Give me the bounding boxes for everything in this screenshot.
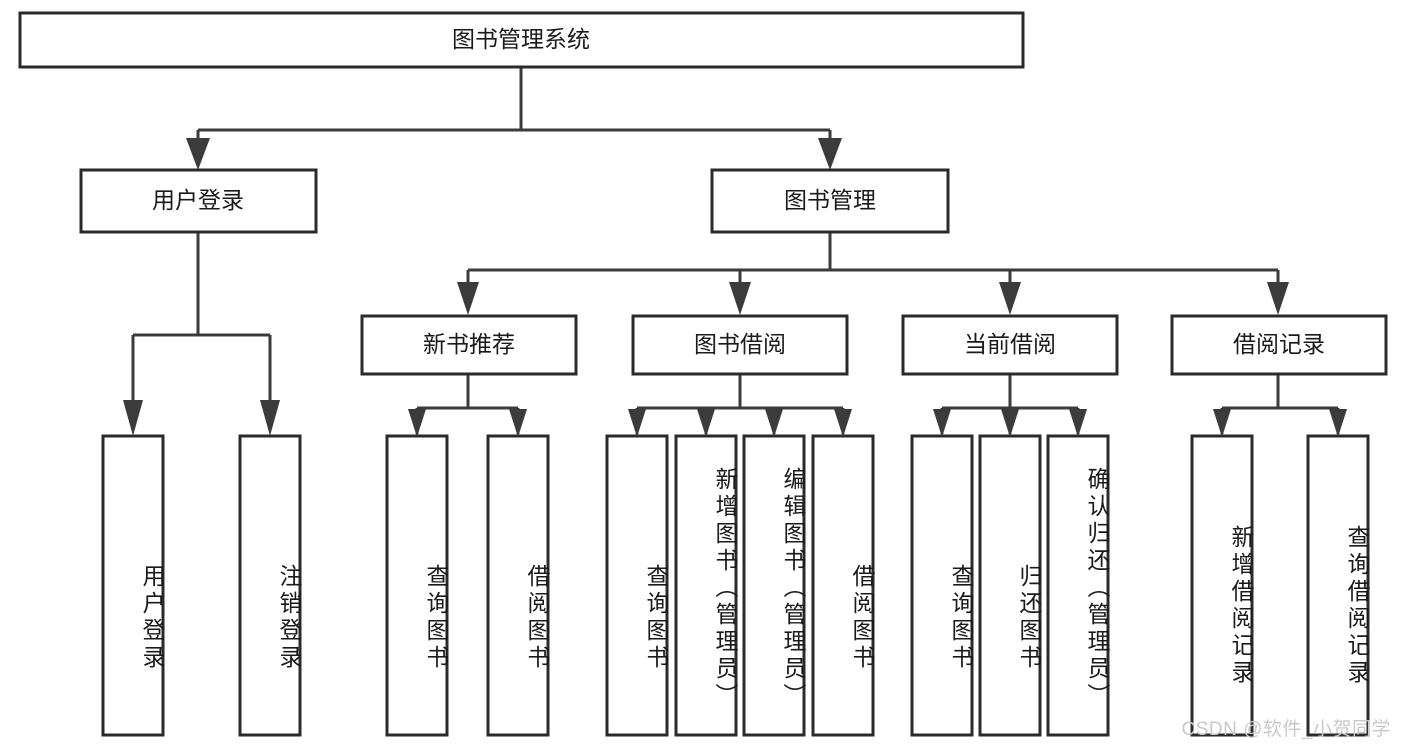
node-leaf-edit-book-box[interactable] bbox=[742, 434, 806, 737]
connectors-group bbox=[131, 67, 1340, 434]
node-user-login-label: 用户登录 bbox=[152, 187, 244, 213]
node-current-borrow-box[interactable] bbox=[901, 314, 1119, 376]
arrowhead-leaf-logout bbox=[260, 400, 280, 436]
arrowhead-confirm-return bbox=[1069, 409, 1087, 437]
node-leaf-add-record-box[interactable] bbox=[1190, 434, 1254, 737]
arrowheads-group bbox=[123, 138, 1347, 437]
node-book-borrow-box[interactable] bbox=[631, 314, 849, 376]
node-root-label: 图书管理系统 bbox=[452, 26, 590, 52]
node-leaf-add-book-box[interactable] bbox=[674, 434, 738, 737]
node-leaf-return-book-box[interactable] bbox=[978, 434, 1042, 737]
leaf-boxes-group bbox=[101, 434, 1370, 737]
node-book-management-label: 图书管理 bbox=[784, 187, 876, 213]
arrowhead-edit-book bbox=[765, 409, 783, 437]
arrowhead-borrow-book-2 bbox=[834, 409, 852, 437]
node-book-management-box[interactable] bbox=[710, 168, 950, 234]
node-book-borrow[interactable]: 图书借阅 bbox=[631, 314, 849, 376]
arrowhead-leaf-user-login bbox=[123, 400, 143, 436]
node-new-book-recommend-box[interactable] bbox=[360, 314, 578, 376]
arrowhead-user-login bbox=[186, 138, 210, 170]
arrowhead-query-book-2 bbox=[628, 409, 646, 437]
arrowhead-book-borrow bbox=[729, 282, 751, 315]
node-book-borrow-label: 图书借阅 bbox=[694, 331, 786, 357]
node-user-login-box[interactable] bbox=[79, 168, 318, 234]
node-leaf-borrow-book-2-box[interactable] bbox=[811, 434, 875, 737]
arrowhead-add-record bbox=[1213, 409, 1231, 437]
arrowhead-current-borrow bbox=[999, 282, 1021, 315]
node-borrow-record[interactable]: 借阅记录 bbox=[1170, 314, 1388, 376]
arrowhead-query-record bbox=[1329, 409, 1347, 437]
node-current-borrow[interactable]: 当前借阅 bbox=[901, 314, 1119, 376]
node-current-borrow-label: 当前借阅 bbox=[964, 331, 1056, 357]
node-book-management[interactable]: 图书管理 bbox=[710, 168, 950, 234]
csdn-watermark: CSDN @软件_小贺同学 bbox=[1181, 719, 1391, 740]
arrowhead-query-book-1 bbox=[408, 409, 426, 437]
node-leaf-logout-box[interactable] bbox=[238, 434, 302, 737]
node-leaf-borrow-book-1-box[interactable] bbox=[486, 434, 550, 737]
node-leaf-query-book-2-box[interactable] bbox=[605, 434, 669, 737]
node-root-box[interactable] bbox=[18, 11, 1025, 69]
arrowhead-new-book-recommend bbox=[457, 282, 479, 315]
node-new-book-recommend[interactable]: 新书推荐 bbox=[360, 314, 578, 376]
arrowhead-return-book bbox=[1001, 409, 1019, 437]
node-leaf-query-record-box[interactable] bbox=[1306, 434, 1370, 737]
arrowhead-borrow-record bbox=[1267, 282, 1289, 315]
arrowhead-query-book-3 bbox=[933, 409, 951, 437]
arrowhead-add-book bbox=[697, 409, 715, 437]
node-root[interactable]: 图书管理系统 bbox=[18, 11, 1025, 69]
node-leaf-confirm-return-box[interactable] bbox=[1046, 434, 1110, 737]
arrowhead-book-management bbox=[818, 138, 842, 170]
node-borrow-record-box[interactable] bbox=[1170, 314, 1388, 376]
node-leaf-query-book-3-box[interactable] bbox=[910, 434, 974, 737]
node-new-book-recommend-label: 新书推荐 bbox=[423, 331, 515, 357]
node-user-login[interactable]: 用户登录 bbox=[79, 168, 318, 234]
node-borrow-record-label: 借阅记录 bbox=[1233, 331, 1325, 357]
node-leaf-user-login-box[interactable] bbox=[101, 434, 165, 737]
arrowhead-borrow-book-1 bbox=[509, 409, 527, 437]
node-leaf-query-book-1-box[interactable] bbox=[385, 434, 449, 737]
